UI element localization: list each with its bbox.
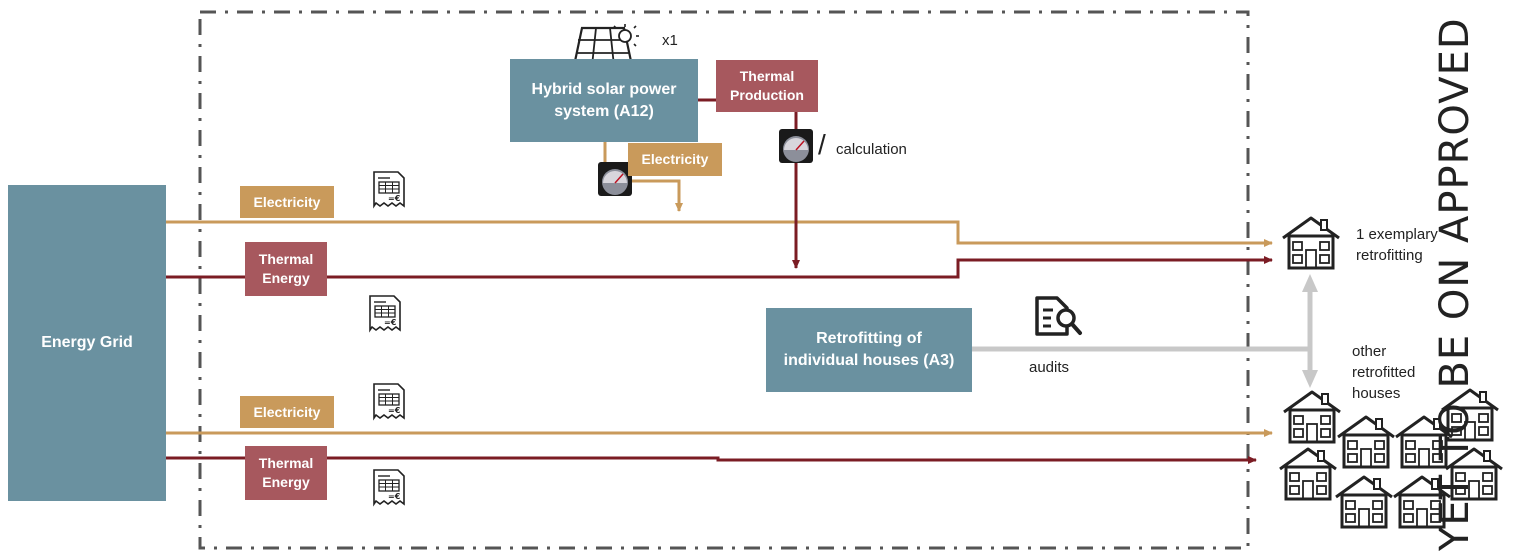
thermal-production-node: Thermal Production xyxy=(716,60,818,112)
meter-icon xyxy=(778,128,814,164)
system-boundary-frame xyxy=(198,10,1250,550)
other-retrofitted-houses-label: other retrofitted houses xyxy=(1352,343,1416,402)
slash-separator: / xyxy=(818,129,826,160)
bill-icon xyxy=(373,469,405,505)
hybrid-solar-node: Hybrid solar power system (A12) xyxy=(510,59,698,142)
electricity-grid-bottom-label: Electricity xyxy=(240,396,334,428)
electricity-grid-top-label: Electricity xyxy=(240,186,334,218)
exemplary-retrofitting-label: 1 exemplary retrofitting xyxy=(1356,226,1438,264)
bill-icon xyxy=(373,383,405,419)
calculation-label: calculation xyxy=(836,141,907,158)
retrofitting-node: Retrofitting of individual houses (A3) xyxy=(766,308,972,392)
system-count-label: x1 xyxy=(662,32,678,49)
energy-grid-node: Energy Grid xyxy=(8,185,166,501)
meter-icon xyxy=(597,161,633,197)
audit-flows xyxy=(972,274,1318,388)
bill-icon xyxy=(369,295,401,331)
audits-label: audits xyxy=(1029,359,1070,376)
bill-icon xyxy=(373,171,405,207)
audit-document-icon xyxy=(1035,296,1082,336)
thermal-energy-top-label: Thermal Energy xyxy=(245,242,327,296)
exemplary-house-icon xyxy=(1281,216,1341,270)
watermark-text: YET TO BE ON APPROVED BY THE EC xyxy=(1432,10,1478,551)
electricity-flows xyxy=(165,140,1273,437)
electricity-solar-label: Electricity xyxy=(628,143,722,176)
thermal-energy-bottom-label: Thermal Energy xyxy=(245,446,327,500)
